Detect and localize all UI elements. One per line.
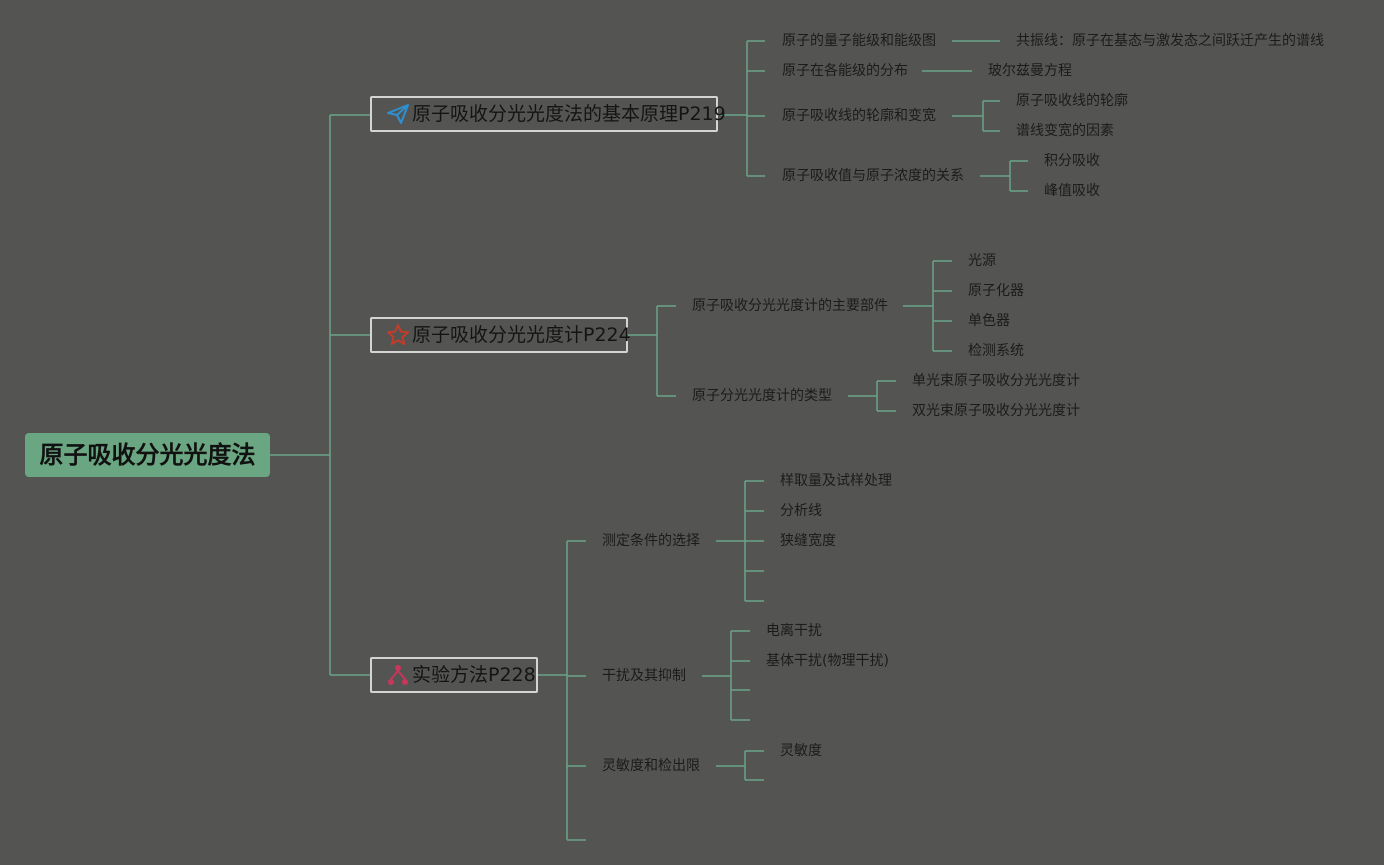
sub-topic[interactable]: 灵敏度和检出限: [602, 758, 700, 774]
leaf-topic[interactable]: 灵敏度: [780, 743, 822, 759]
sub-topic[interactable]: 原子在各能级的分布: [782, 63, 908, 79]
leaf-topic[interactable]: 单色器: [968, 313, 1010, 329]
leaf-topic[interactable]: 电离干扰: [766, 623, 822, 639]
branch-spectrophotometer[interactable]: 原子吸收分光光度计P224: [370, 317, 631, 353]
sub-topic[interactable]: 原子吸收值与原子浓度的关系: [782, 168, 964, 184]
paper-plane-icon: [386, 102, 410, 126]
leaf-topic[interactable]: 双光束原子吸收分光光度计: [912, 403, 1080, 419]
leaf-topic[interactable]: 样取量及试样处理: [780, 473, 892, 489]
leaf-topic[interactable]: 基体干扰(物理干扰): [766, 653, 889, 669]
branch-label: 原子吸收分光光度计P224: [412, 323, 631, 346]
root-title: 原子吸收分光光度法: [39, 441, 256, 469]
sub-topic[interactable]: 原子的量子能级和能级图: [782, 33, 936, 49]
branch-label: 实验方法P228: [412, 663, 536, 686]
leaf-topic[interactable]: 积分吸收: [1044, 153, 1100, 169]
sub-topic[interactable]: 干扰及其抑制: [602, 668, 686, 684]
branch-basic-principles[interactable]: 原子吸收分光光度法的基本原理P219: [370, 96, 726, 132]
network-icon: [386, 663, 410, 687]
star-outline-icon: [386, 323, 410, 347]
leaf-topic[interactable]: 狭缝宽度: [780, 533, 836, 549]
leaf-topic[interactable]: 玻尔兹曼方程: [988, 63, 1072, 79]
leaf-topic[interactable]: 单光束原子吸收分光光度计: [912, 373, 1080, 389]
sub-topic[interactable]: 原子吸收线的轮廓和变宽: [782, 108, 936, 124]
leaf-topic[interactable]: 检测系统: [968, 343, 1024, 359]
leaf-topic[interactable]: 原子吸收线的轮廓: [1016, 93, 1128, 109]
sub-topic[interactable]: 测定条件的选择: [602, 533, 700, 549]
leaf-topic[interactable]: 峰值吸收: [1044, 183, 1100, 199]
leaf-topic[interactable]: 分析线: [780, 503, 822, 519]
branch-label: 原子吸收分光光度法的基本原理P219: [412, 102, 726, 125]
root-topic[interactable]: 原子吸收分光光度法: [25, 433, 270, 477]
sub-topic[interactable]: 原子分光光度计的类型: [692, 388, 832, 404]
leaf-topic[interactable]: 谱线变宽的因素: [1016, 123, 1114, 139]
leaf-topic[interactable]: 原子化器: [968, 283, 1024, 299]
branch-experimental-methods[interactable]: 实验方法P228: [370, 657, 538, 693]
leaf-topic[interactable]: 共振线：原子在基态与激发态之间跃迁产生的谱线: [1016, 33, 1324, 49]
sub-topic[interactable]: 原子吸收分光光度计的主要部件: [692, 298, 888, 314]
leaf-topic[interactable]: 光源: [968, 253, 996, 269]
